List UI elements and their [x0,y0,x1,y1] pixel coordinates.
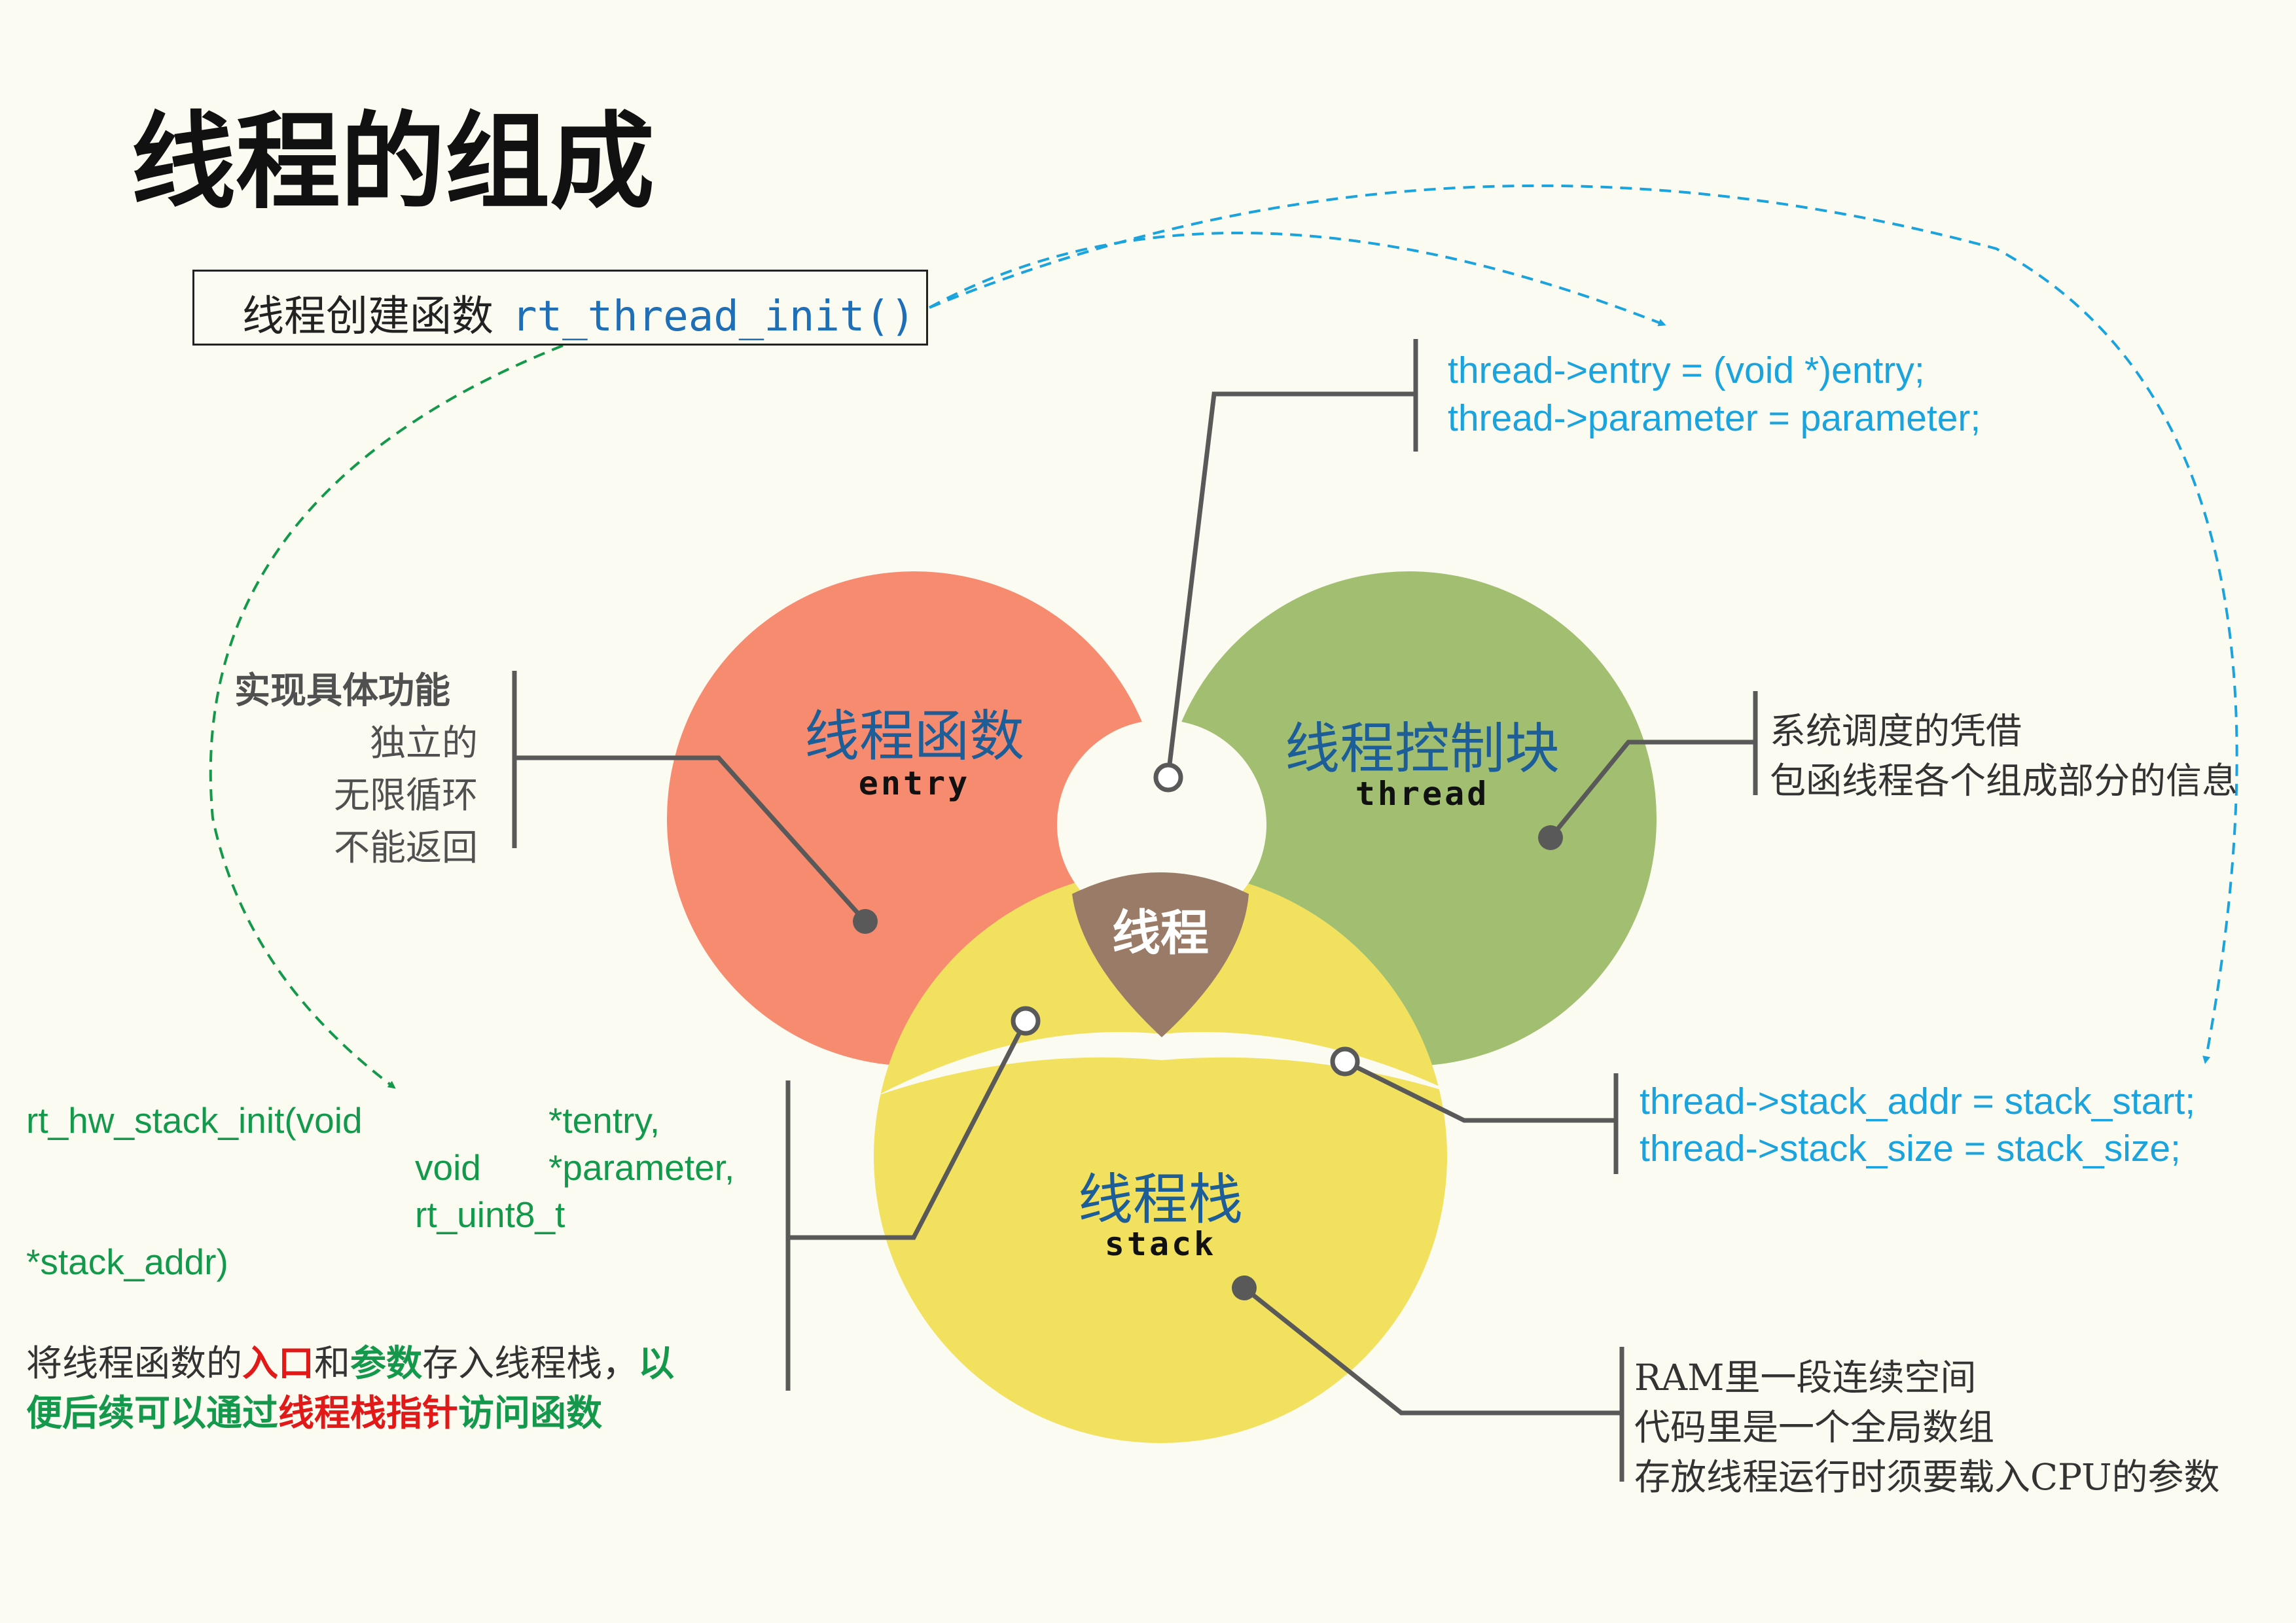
hw-desc-line-2: 便后续可以通过线程栈指针访问函数 [26,1383,602,1436]
stack-title: 线程栈 [1077,1169,1243,1230]
overlap-left-dot [1011,1006,1041,1036]
stack-note-line: 存放线程运行时须要载入CPU的参数 [1634,1456,2220,1498]
thread-note-line: 系统调度的凭借 [1770,710,2022,752]
init-function-label: 线程创建函数 rt_thread_init() [242,283,916,343]
hw-init-param: *parameter, [548,1147,735,1188]
entry-notes-heading: 实现具体功能 [234,669,451,711]
thread-sub: thread [1355,775,1490,813]
hw-desc-keyword: 访问函数 [458,1391,603,1434]
thread-connector [1549,740,1755,840]
overlap-region [877,1032,1460,1096]
stack-note-line: 代码里是一个全局数组 [1634,1406,1995,1448]
hw-desc-keyword: 入口 [242,1342,315,1384]
hw-desc-keyword: 线程栈指针 [278,1391,459,1434]
thread-title: 线程控制块 [1284,718,1560,779]
init-label-text: 线程创建函数 [242,293,493,341]
hw-desc-text: 和 [314,1342,351,1384]
overlap-left-connector [788,1020,1028,1240]
overlap-top-connector [1167,391,1416,765]
hw-init-type: void [415,1147,481,1188]
entry-note-line: 无限循环 [333,774,478,816]
hw-init-type: rt_uint8_t [415,1194,565,1235]
thread-dot [1538,825,1563,850]
entry-note-line: 不能返回 [333,827,478,868]
overlap-region [1057,720,1266,929]
hw-desc-keyword: 便后续可以通过 [26,1391,279,1434]
hw-init-fn: rt_hw_stack_init(void [26,1100,363,1141]
entry-title: 线程函数 [804,705,1024,767]
overlap-right-dot [1330,1046,1360,1077]
center-shield [1072,872,1249,1037]
stack-code-line: thread->stack_addr = stack_start; [1640,1080,2196,1122]
stack-sub: stack [1104,1225,1217,1263]
hw-desc-text: 存入线程栈， [422,1342,639,1384]
hw-desc-keyword: 以 [638,1342,675,1384]
arrow-to-thread-code [929,231,1666,327]
entry-note-line: 独立的 [369,722,478,764]
hw-desc-line-1: 将线程函数的入口和参数存入线程栈，以 [26,1334,674,1386]
arrow-to-stack-code [929,184,2238,1064]
thread-note-line: 包函线程各个组成部分的信息 [1770,760,2238,802]
entry-sub: entry [858,764,971,802]
hw-desc-text: 将线程函数的 [26,1342,243,1384]
init-func-name: rt_thread_init() [512,293,916,341]
arrow-to-hw-init [209,344,564,1089]
stack-note-line: RAM里一段连续空间 [1634,1357,1977,1399]
entry-connector [514,755,867,923]
stack-code-line: thread->stack_size = stack_size; [1640,1128,2181,1169]
thread-code-line: thread->parameter = parameter; [1448,397,1981,439]
hw-init-param: *tentry, [548,1100,660,1141]
stack-dot [1232,1275,1257,1300]
hw-init-param: *stack_addr) [26,1241,228,1282]
entry-dot [853,909,878,934]
overlap-top-dot [1153,762,1183,793]
thread-code-line: thread->entry = (void *)entry; [1448,349,1925,391]
page-title: 线程的组成 [131,100,655,223]
hw-desc-keyword: 参数 [350,1342,423,1384]
init-function-box [192,270,928,346]
overlap-right-connector [1344,1059,1616,1123]
stack-connector [1242,1286,1622,1416]
center-label: 线程 [1112,906,1209,960]
